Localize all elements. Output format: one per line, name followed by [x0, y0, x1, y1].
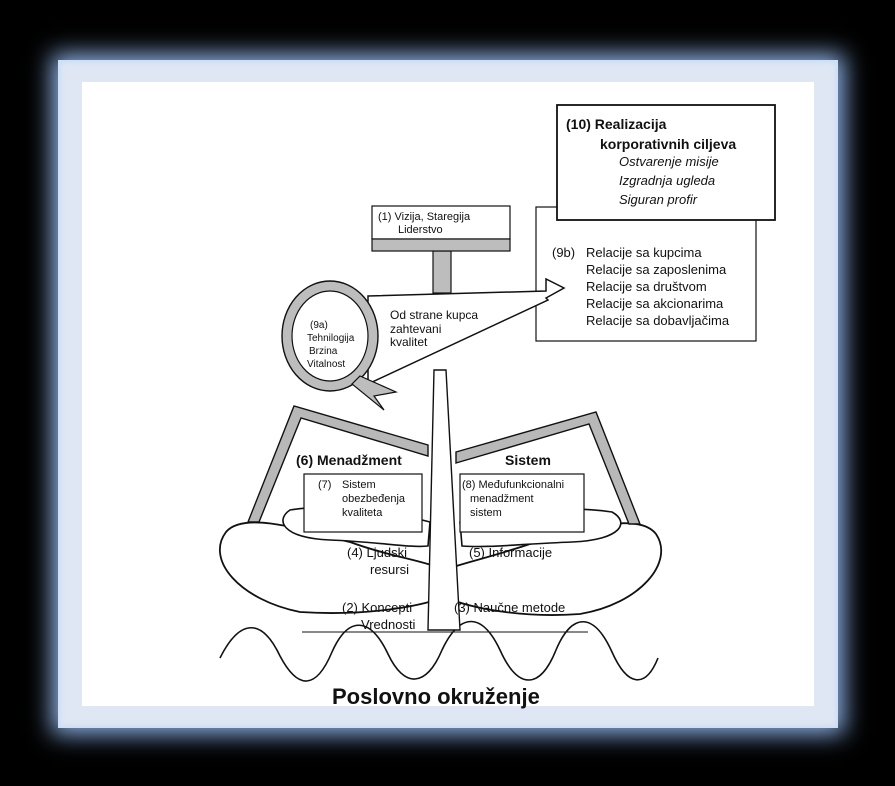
hr-line-2: resursi — [370, 562, 409, 577]
arrow-text-3: kvalitet — [390, 335, 428, 349]
hr-line-1: (4) Ljudski — [347, 545, 407, 560]
arrow-text-2: zahtevani — [390, 322, 441, 336]
system-label: Sistem — [505, 452, 551, 468]
concepts-line-1: (2) Koncepti — [342, 600, 412, 615]
arrow-text-1: Od strane kupca — [390, 308, 478, 322]
relation-item-2: Relacije sa zaposlenima — [586, 262, 727, 277]
box7-line-2: obezbeđenja — [342, 493, 406, 505]
box8-line-1: (8) Međufunkcionalni — [462, 479, 564, 491]
mast-post — [432, 250, 452, 294]
relation-item-5: Relacije sa dobavljačima — [586, 313, 730, 328]
right-wall — [455, 411, 642, 525]
box7-label: (7) — [318, 479, 331, 491]
tech-item-1: Tehnilogija — [307, 333, 355, 344]
concepts-line-2: Vrednosti — [361, 617, 416, 632]
relation-item-1: Relacije sa kupcima — [586, 245, 702, 260]
box8-line-2: menadžment — [470, 493, 534, 505]
goals-box — [556, 104, 776, 221]
vision-line-1: (1) Vizija, Staregija — [378, 211, 471, 223]
information-label: (5) Informacije — [469, 545, 552, 560]
crossfunctional-box — [459, 473, 585, 533]
hull-left-lobe — [219, 521, 441, 614]
management-label: (6) Menadžment — [296, 452, 402, 468]
left-wall — [246, 405, 429, 523]
box7-line-1: Sistem — [342, 479, 376, 491]
vision-line-2: Liderstvo — [398, 224, 443, 236]
relation-item-3: Relacije sa društvom — [586, 279, 707, 294]
methods-label: (3) Naučne metode — [454, 600, 565, 615]
goal-item-1: Ostvarenje misije — [619, 154, 719, 169]
goals-title-2: korporativnih ciljeva — [600, 136, 736, 152]
tech-item-2: Brzina — [309, 346, 338, 357]
relations-label: (9b) — [552, 245, 575, 260]
diagram-title: Poslovno okruženje — [332, 684, 540, 709]
tech-label: (9a) — [310, 320, 328, 331]
mast — [427, 369, 461, 631]
box7-line-3: kvaliteta — [342, 507, 383, 519]
quality-system-box — [303, 473, 423, 533]
relation-item-4: Relacije sa akcionarima — [586, 296, 724, 311]
quality-arrow — [367, 277, 566, 386]
goals-title-1: (10) Realizacija — [566, 116, 667, 132]
vision-box-base — [371, 238, 511, 252]
box8-line-3: sistem — [470, 507, 502, 519]
ring-tail — [351, 375, 399, 411]
waves-line — [219, 620, 659, 682]
technology-ring-inner — [291, 290, 369, 382]
vision-box — [371, 205, 511, 240]
tech-item-3: Vitalnost — [307, 359, 345, 370]
goal-item-3: Siguran profir — [619, 192, 698, 207]
goal-item-2: Izgradnja ugleda — [619, 173, 715, 188]
